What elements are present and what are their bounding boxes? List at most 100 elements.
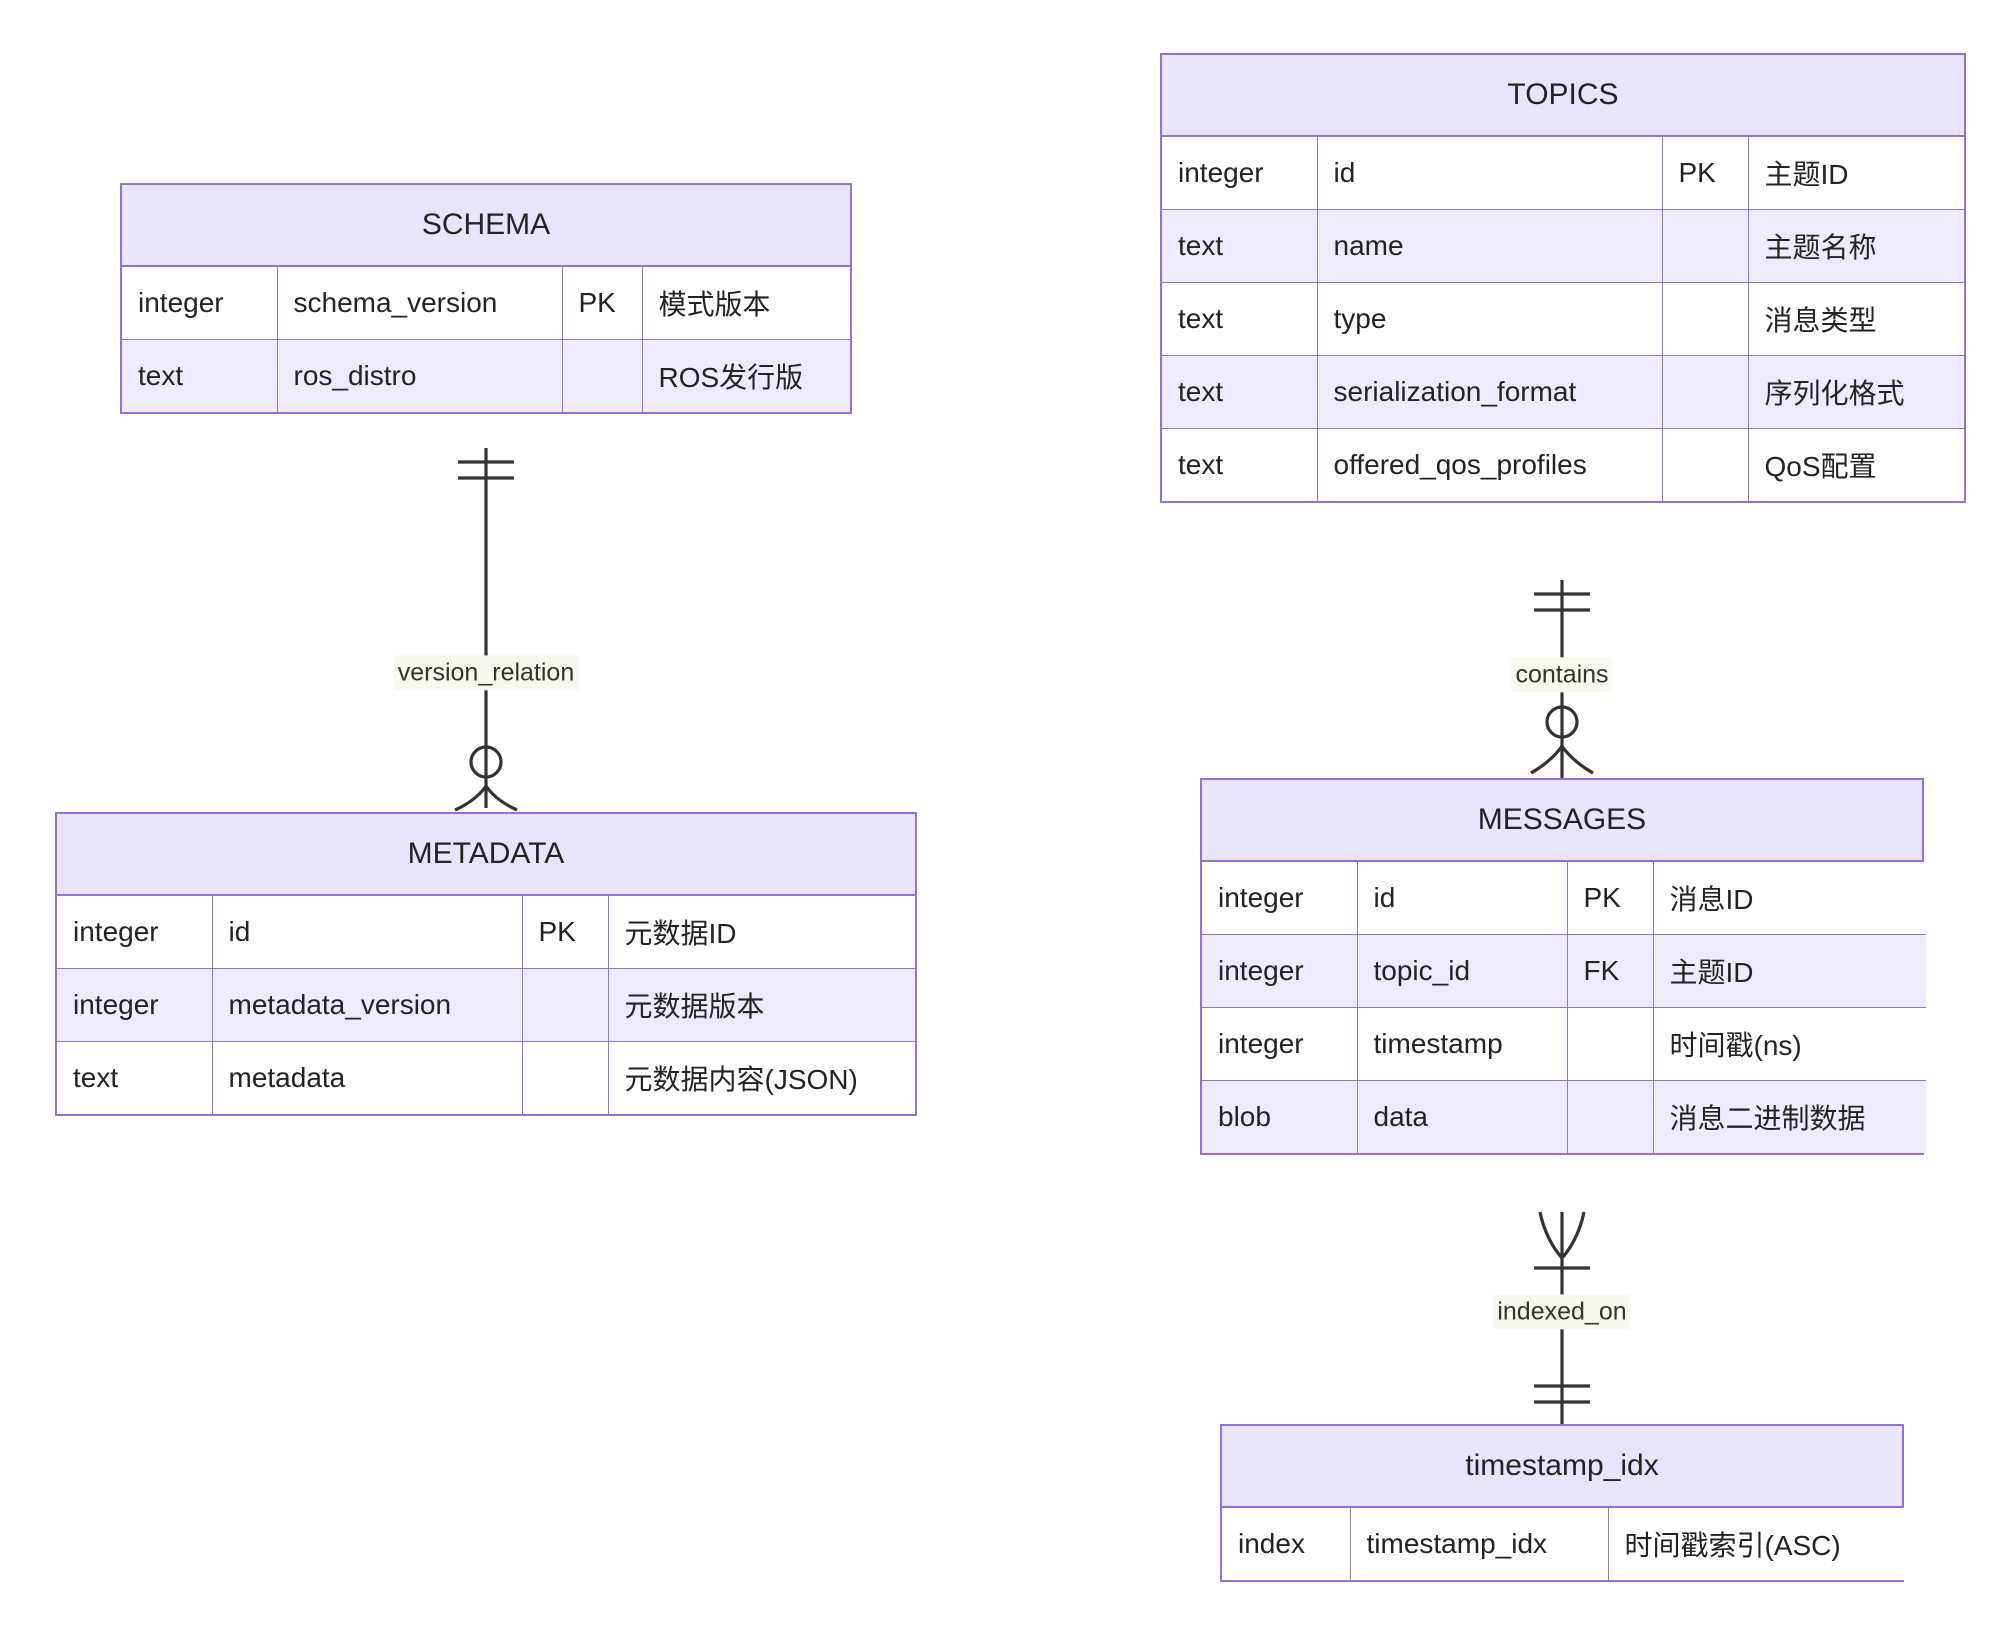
attr-type: integer — [1202, 934, 1358, 1008]
attr-key — [522, 1041, 609, 1114]
table-row: text offered_qos_profiles QoS配置 — [1162, 428, 1964, 501]
attr-key: PK — [1662, 137, 1749, 210]
attr-comment: 时间戳(ns) — [1653, 1007, 1926, 1081]
attr-comment: 元数据ID — [608, 896, 915, 969]
relationship-label-contains: contains — [1511, 657, 1613, 693]
attr-comment: ROS发行版 — [642, 339, 850, 412]
entity-topics[interactable]: TOPICS integer id PK 主题ID text name 主题名称 — [1160, 53, 1966, 503]
attr-key — [1662, 209, 1749, 283]
attr-type: text — [1162, 209, 1318, 283]
attr-name: metadata — [212, 1041, 523, 1114]
table-row: text metadata 元数据内容(JSON) — [57, 1041, 915, 1114]
attr-type: blob — [1202, 1080, 1358, 1153]
cardinality-crowfoot-left — [1530, 745, 1564, 775]
attr-comment: 序列化格式 — [1748, 355, 1964, 429]
attr-key — [562, 339, 643, 412]
table-row: blob data 消息二进制数据 — [1202, 1080, 1926, 1153]
table-row: text name 主题名称 — [1162, 209, 1964, 283]
attr-name: schema_version — [277, 267, 563, 340]
attr-name: metadata_version — [212, 968, 523, 1042]
table-row: text ros_distro ROS发行版 — [122, 339, 850, 412]
attr-name: type — [1317, 282, 1663, 356]
attr-name: offered_qos_profiles — [1317, 428, 1663, 501]
attribute-table-timestamp-idx: index timestamp_idx 时间戳索引(ASC) — [1222, 1508, 1906, 1580]
attr-key: PK — [1567, 862, 1654, 935]
table-row: integer schema_version PK 模式版本 — [122, 267, 850, 340]
attr-key: PK — [562, 267, 643, 340]
entity-schema[interactable]: SCHEMA integer schema_version PK 模式版本 te… — [120, 183, 852, 414]
attr-key — [522, 968, 609, 1042]
cardinality-zero-circle — [469, 745, 503, 779]
attr-type: text — [1162, 428, 1318, 501]
attr-comment: 主题ID — [1748, 137, 1964, 210]
attr-key — [1662, 282, 1749, 356]
table-row: text type 消息类型 — [1162, 282, 1964, 356]
entity-messages[interactable]: MESSAGES integer id PK 消息ID integer topi… — [1200, 778, 1926, 1155]
attr-name: serialization_format — [1317, 355, 1663, 429]
attribute-table-topics: integer id PK 主题ID text name 主题名称 text t… — [1162, 137, 1964, 501]
table-row: integer metadata_version 元数据版本 — [57, 968, 915, 1042]
attr-name: timestamp_idx — [1350, 1508, 1609, 1580]
attr-name: data — [1357, 1080, 1568, 1153]
attr-type: integer — [122, 267, 278, 340]
cardinality-crowfoot-right — [1560, 1211, 1586, 1260]
attr-comment: QoS配置 — [1748, 428, 1964, 501]
attr-name: timestamp — [1357, 1007, 1568, 1081]
attr-key — [1567, 1007, 1654, 1081]
attr-key — [1662, 355, 1749, 429]
attr-comment: 消息类型 — [1748, 282, 1964, 356]
attribute-table-messages: integer id PK 消息ID integer topic_id FK 主… — [1202, 862, 1926, 1153]
entity-title-schema: SCHEMA — [122, 185, 850, 267]
entity-title-topics: TOPICS — [1162, 55, 1964, 137]
attr-comment: 模式版本 — [642, 267, 850, 340]
attr-type: integer — [57, 896, 213, 969]
entity-timestamp-idx[interactable]: timestamp_idx index timestamp_idx 时间戳索引(… — [1220, 1424, 1906, 1582]
table-row: integer topic_id FK 主题ID — [1202, 934, 1926, 1008]
attr-name: id — [212, 896, 523, 969]
cardinality-crowfoot-right — [484, 785, 518, 812]
attr-type: integer — [1202, 862, 1358, 935]
attr-type: integer — [1162, 137, 1318, 210]
attr-type: index — [1222, 1508, 1351, 1580]
attr-name: id — [1357, 862, 1568, 935]
table-row: integer timestamp 时间戳(ns) — [1202, 1007, 1926, 1081]
cardinality-crowfoot-left — [1538, 1211, 1564, 1260]
attr-comment: 消息二进制数据 — [1653, 1080, 1926, 1153]
attribute-table-metadata: integer id PK 元数据ID integer metadata_ver… — [57, 896, 915, 1114]
attr-key — [1567, 1080, 1654, 1153]
attr-name: id — [1317, 137, 1663, 210]
entity-title-metadata: METADATA — [57, 814, 915, 896]
attr-type: integer — [1202, 1007, 1358, 1081]
relationship-label-version_relation: version_relation — [393, 655, 579, 691]
attr-name: topic_id — [1357, 934, 1568, 1008]
attr-key: FK — [1567, 934, 1654, 1008]
entity-metadata[interactable]: METADATA integer id PK 元数据ID integer met… — [55, 812, 917, 1116]
table-row: integer id PK 主题ID — [1162, 137, 1964, 210]
attr-comment: 消息ID — [1653, 862, 1926, 935]
attr-comment: 主题ID — [1653, 934, 1926, 1008]
entity-title-timestamp-idx: timestamp_idx — [1222, 1426, 1902, 1508]
table-row: integer id PK 元数据ID — [57, 896, 915, 969]
cardinality-zero-circle — [1545, 705, 1579, 739]
table-row: text serialization_format 序列化格式 — [1162, 355, 1964, 429]
cardinality-crowfoot-right — [1560, 745, 1594, 775]
relationship-label-indexed_on: indexed_on — [1493, 1294, 1631, 1330]
attr-key — [1662, 428, 1749, 501]
attr-type: text — [1162, 355, 1318, 429]
table-row: index timestamp_idx 时间戳索引(ASC) — [1222, 1508, 1906, 1580]
attr-name: ros_distro — [277, 339, 563, 412]
cardinality-crowfoot-left — [454, 785, 488, 812]
attr-comment: 元数据版本 — [608, 968, 915, 1042]
attribute-table-schema: integer schema_version PK 模式版本 text ros_… — [122, 267, 850, 412]
attr-type: text — [1162, 282, 1318, 356]
attr-comment: 主题名称 — [1748, 209, 1964, 283]
attr-key: PK — [522, 896, 609, 969]
attr-name: name — [1317, 209, 1663, 283]
relationship-version_relation — [454, 448, 518, 812]
attr-type: integer — [57, 968, 213, 1042]
attr-type: text — [57, 1041, 213, 1114]
table-row: integer id PK 消息ID — [1202, 862, 1926, 935]
entity-title-messages: MESSAGES — [1202, 780, 1922, 862]
attr-type: text — [122, 339, 278, 412]
